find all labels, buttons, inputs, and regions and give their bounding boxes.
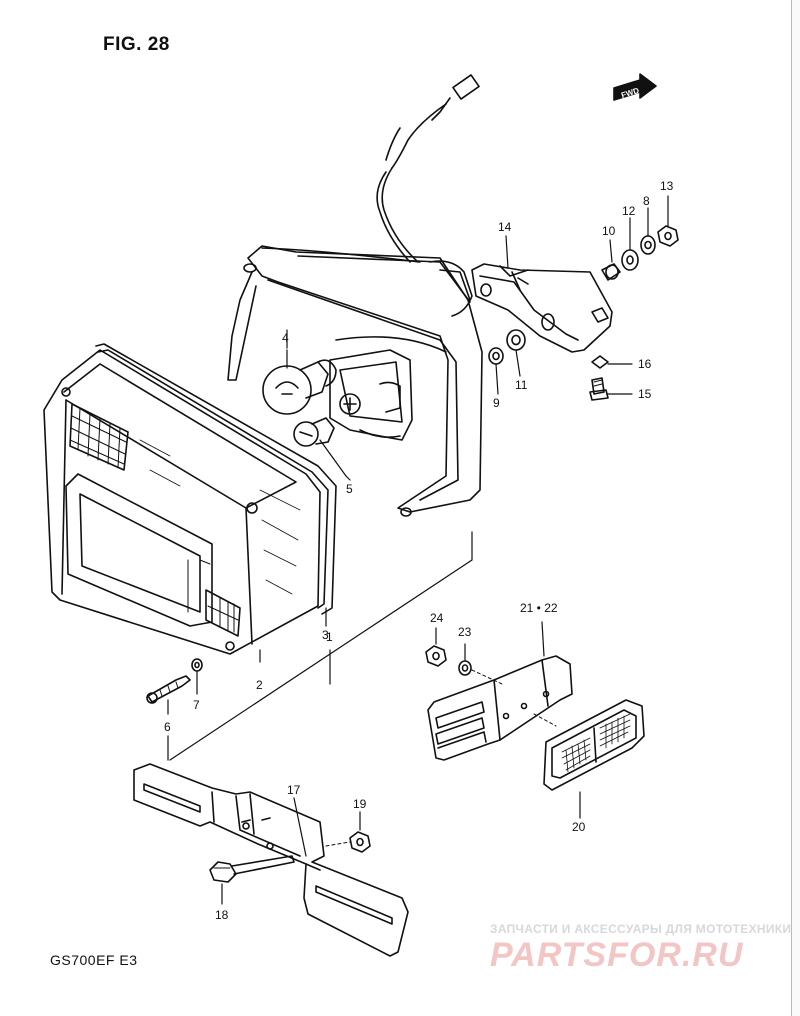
spacer-10 — [601, 239, 621, 281]
callout-24: 24 — [430, 611, 444, 625]
callout-23: 23 — [458, 625, 472, 639]
callout-11: 11 — [515, 378, 528, 392]
callout-10: 10 — [602, 224, 616, 238]
bracket-14 — [471, 235, 613, 353]
watermark-logo: PARTSFOR.RU — [490, 936, 744, 974]
bolt-15 — [589, 377, 633, 401]
callout-3: 3 — [322, 628, 329, 642]
model-code: GS700EF E3 — [50, 952, 138, 968]
callout-18: 18 — [215, 908, 229, 922]
figure-title: FIG. 28 — [103, 34, 170, 55]
callout-14: 14 — [498, 220, 512, 234]
nut-24 — [425, 627, 447, 667]
watermark-text: ЗАПЧАСТИ И АКСЕССУАРЫ ДЛЯ МОТОТЕХНИКИ — [490, 922, 792, 936]
reflex-reflector-20 — [533, 699, 645, 819]
collar-11 — [506, 329, 526, 377]
wire-harness — [376, 74, 480, 263]
callout-13: 13 — [660, 179, 674, 193]
callout-4: 4 — [282, 331, 289, 345]
grommet-9 — [488, 347, 504, 395]
nut-19 — [325, 811, 371, 853]
callout-17: 17 — [287, 783, 301, 797]
callout-1: 1 — [326, 630, 333, 644]
lens-2 — [43, 349, 321, 655]
assembly-leaders — [167, 329, 473, 761]
bulb-4 — [262, 349, 337, 415]
bolt-18 — [209, 855, 295, 905]
callout-8: 8 — [643, 194, 650, 208]
callout-19: 19 — [353, 797, 367, 811]
callout-16: 16 — [638, 357, 652, 371]
washer-23 — [458, 643, 503, 685]
washer-8 — [640, 207, 656, 255]
callout-15: 15 — [638, 387, 652, 401]
callout-numbers: 1 2 3 4 5 6 7 8 9 10 11 12 13 14 15 16 1… — [164, 179, 674, 922]
bulb-5 — [293, 417, 347, 477]
callout-7: 7 — [193, 698, 200, 712]
callout-21-22: 21 • 22 — [520, 601, 558, 615]
callout-12: 12 — [622, 204, 636, 218]
callout-6: 6 — [164, 720, 171, 734]
callout-2: 2 — [256, 678, 263, 692]
cushion-12 — [621, 217, 639, 271]
screw-6 — [146, 675, 191, 704]
page-edge — [791, 0, 800, 1016]
lamp-housing — [227, 245, 483, 517]
callout-20: 20 — [572, 820, 586, 834]
fwd-arrow-icon — [613, 73, 657, 101]
gasket-3 — [95, 343, 337, 615]
plate-bracket-17 — [133, 763, 409, 957]
callout-5: 5 — [346, 482, 353, 496]
washer-16 — [591, 355, 633, 369]
callout-9: 9 — [493, 396, 500, 410]
nut-13 — [657, 195, 679, 247]
washer-7 — [191, 658, 203, 672]
